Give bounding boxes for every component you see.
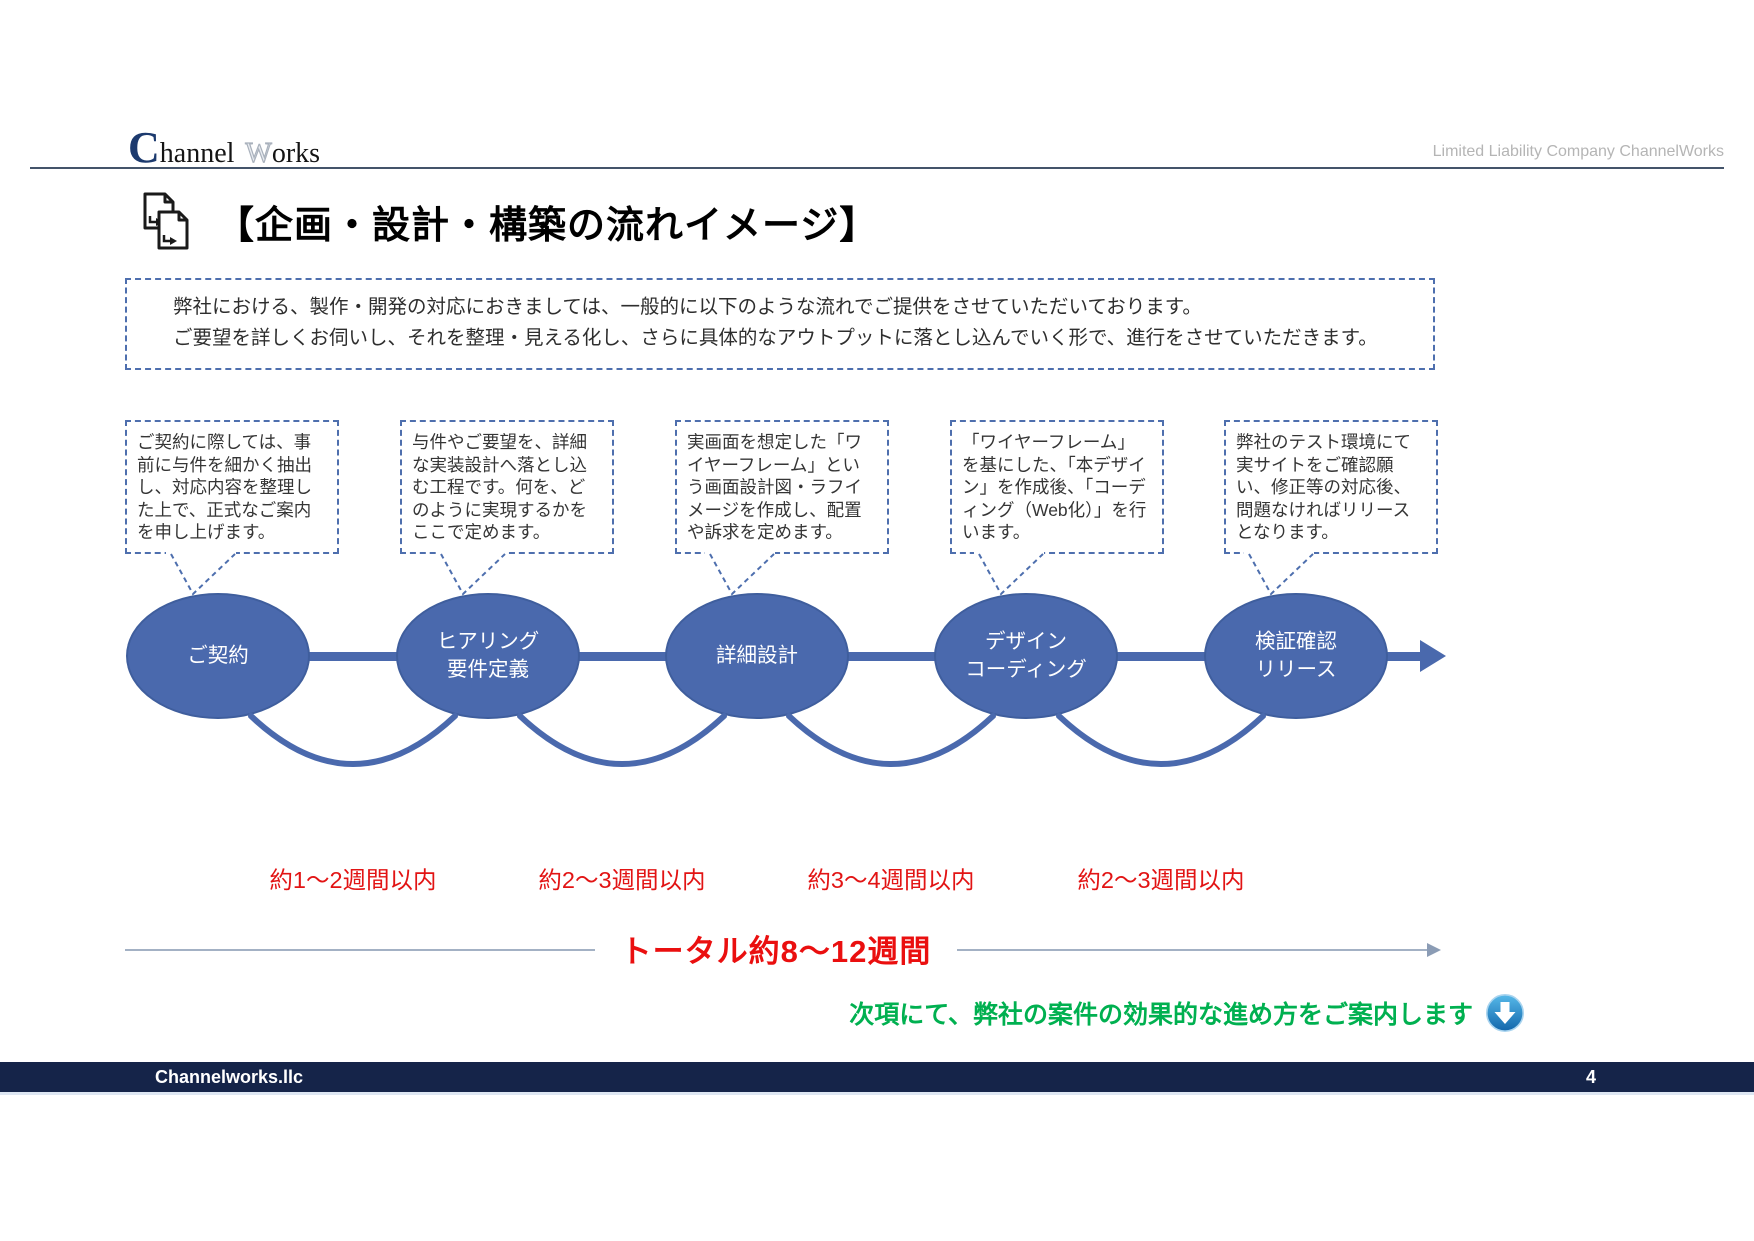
- footer-bar: [0, 1062, 1754, 1095]
- callout-tail: [974, 552, 1044, 596]
- duration-label-3: 約3～4週間以内: [807, 867, 975, 893]
- callout-tail: [166, 552, 236, 596]
- header-divider: [30, 167, 1724, 169]
- step-label: リリース: [1255, 658, 1337, 681]
- intro-box: 弊社における、製作・開発の対応におきましては、一般的に以下のような流れでご提供を…: [125, 278, 1435, 370]
- callout-design-coding: 「ワイヤーフレーム」を基にした、「本デザイン」を作成後、「コーディング（Web化…: [950, 420, 1164, 554]
- step-label: ヒアリング: [436, 629, 540, 653]
- logo-text-orks: orks: [271, 138, 321, 169]
- step-label: 検証確認: [1255, 629, 1337, 653]
- step-label: 詳細設計: [716, 643, 798, 667]
- documents-flow-icon: [139, 191, 191, 256]
- duration-arc: [1056, 713, 1266, 767]
- duration-arc: [786, 713, 996, 767]
- intro-line-1: 弊社における、製作・開発の対応におきましては、一般的に以下のような流れでご提供を…: [173, 296, 1202, 318]
- step-ellipse-detail-design: 詳細設計: [665, 593, 849, 719]
- duration-label-1: 約1～2週間以内: [269, 867, 437, 893]
- duration-label-4: 約2～3週間以内: [1077, 867, 1245, 893]
- step-ellipse-design-coding: デザイン コーディング: [934, 593, 1118, 719]
- duration-arc: [248, 713, 458, 767]
- callout-verify-release: 弊社のテスト環境にて実サイトをご確認願い、修正等の対応後、問題なければリリースと…: [1224, 420, 1438, 554]
- total-duration-label: トータル約8～12週間: [594, 926, 958, 971]
- download-arrow-icon: [1485, 993, 1525, 1033]
- logo-letter-c: C: [128, 123, 160, 172]
- flow-arrowhead: [1420, 640, 1446, 672]
- duration-arc: [517, 713, 727, 767]
- footer-page-number: 4: [1585, 1067, 1596, 1087]
- callout-detail-design: 実画面を想定した「ワイヤーフレーム」という画面設計図・ラフイメージを作成し、配置…: [675, 420, 889, 554]
- callout-contract: ご契約に際しては、事前に与件を細かく抽出し、対応内容を整理した上で、正式なご案内…: [125, 420, 339, 554]
- step-label: デザイン: [985, 629, 1067, 653]
- callout-hearing: 与件やご要望を、詳細な実装設計へ落とし込む工程です。何を、どのように実現するかを…: [400, 420, 614, 554]
- callout-tail: [1244, 552, 1314, 596]
- step-label: 要件定義: [447, 658, 529, 681]
- footer-company: Channelworks.llc: [155, 1067, 304, 1087]
- duration-label-2: 約2～3週間以内: [538, 867, 706, 893]
- step-ellipse-contract: ご契約: [126, 593, 310, 719]
- callout-tail: [436, 552, 506, 596]
- intro-line-2: ご要望を詳しくお伺いし、それを整理・見える化し、さらに具体的なアウトプットに落と…: [173, 327, 1378, 350]
- step-ellipse-verify-release: 検証確認 リリース: [1204, 593, 1388, 719]
- step-label: ご契約: [187, 643, 249, 667]
- total-duration-row: トータル約8～12週間: [125, 926, 1427, 971]
- company-name-english: Limited Liability Company ChannelWorks: [1432, 143, 1724, 160]
- callout-tail: [705, 552, 775, 596]
- logo-letter-w: W: [245, 137, 273, 169]
- logo-text-hannel: hannel: [159, 138, 235, 169]
- next-page-note-text: 次項にて、弊社の案件の効果的な進め方をご案内します: [849, 1001, 1473, 1029]
- total-duration-arrowhead: [1427, 943, 1441, 957]
- page-title: 【企画・設計・構築の流れイメージ】: [216, 205, 879, 247]
- next-page-note: 次項にて、弊社の案件の効果的な進め方をご案内します: [800, 993, 1525, 1033]
- step-ellipse-hearing: ヒアリング 要件定義: [396, 593, 580, 719]
- step-label: コーディング: [965, 658, 1087, 681]
